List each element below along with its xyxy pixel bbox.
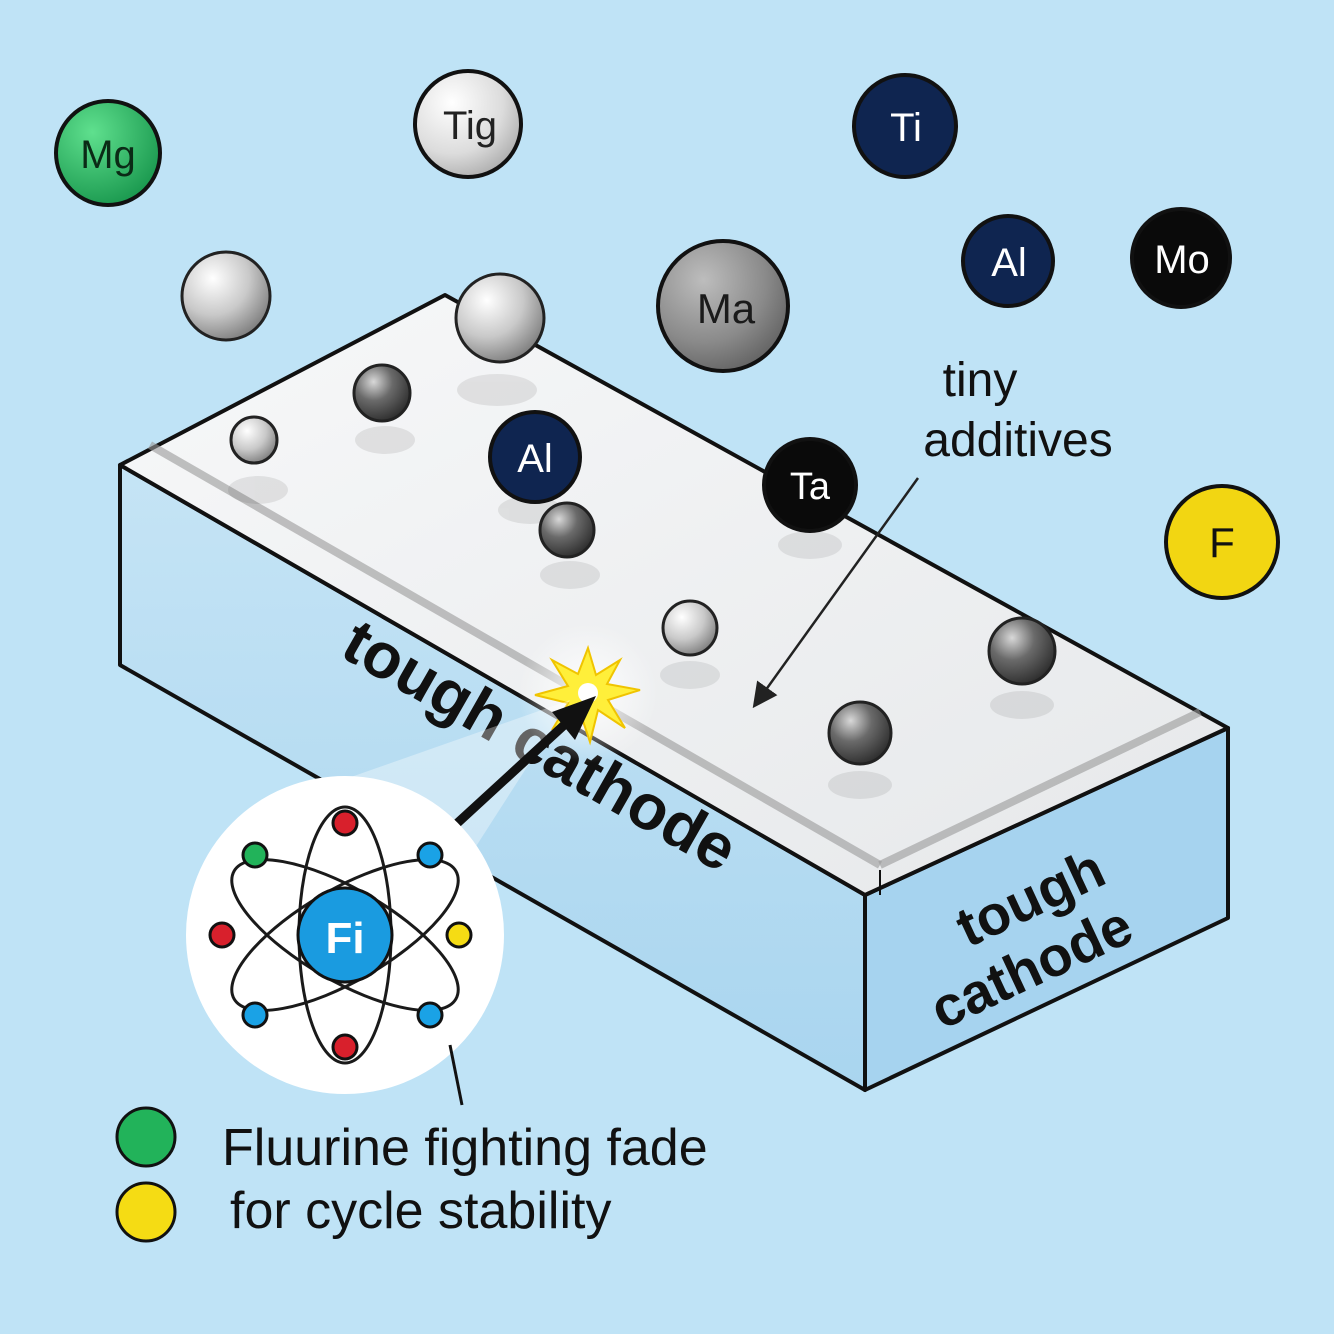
legend-swatch-yellow: [115, 1181, 177, 1243]
legend-line1: Fluurine fighting fade: [222, 1119, 708, 1177]
element-mo-label: Mo: [1154, 238, 1210, 282]
sphere-dark: [827, 700, 893, 766]
legend-swatch-green: [115, 1106, 177, 1168]
element-f: F: [1164, 484, 1280, 600]
sphere-dark: [352, 363, 412, 423]
zoom-callout: [300, 696, 596, 890]
element-ta-label: Ta: [790, 466, 831, 508]
element-ma-label: Ma: [697, 285, 756, 332]
sphere-silver-large: [454, 272, 546, 364]
impact-arrow: [448, 712, 578, 832]
element-tig-label: Tig: [443, 104, 497, 148]
sphere-dark: [987, 616, 1057, 686]
annotation: tiny additives: [752, 354, 1113, 709]
sphere-dark: [538, 501, 596, 559]
element-mg: Mg: [54, 99, 162, 207]
atom-pointer-line: [448, 1044, 464, 1106]
element-ta: Ta: [762, 437, 858, 533]
atom-magnifier: Fi: [186, 776, 504, 1106]
annotation-pointer: [752, 477, 920, 709]
legend-line2: for cycle stability: [230, 1182, 611, 1240]
atom-nucleus-label: Fi: [325, 914, 364, 963]
sphere-silver-small: [229, 415, 279, 465]
element-f-label: F: [1209, 519, 1235, 566]
element-ti-label: Ti: [890, 106, 922, 150]
sphere-silver-large: [180, 250, 272, 342]
element-mg-label: Mg: [80, 133, 136, 177]
element-tig: Tig: [413, 69, 523, 179]
element-ti: Ti: [852, 73, 958, 179]
electrons: [208, 809, 473, 1061]
sphere-silver-small: [661, 599, 719, 657]
floating-particles: [180, 250, 546, 364]
element-al-slab: Al: [488, 410, 582, 504]
element-al-top-label: Al: [991, 241, 1027, 285]
element-al-slab-label: Al: [517, 437, 553, 481]
atom-nucleus: [296, 886, 394, 984]
element-ma: Ma: [656, 239, 790, 373]
legend: Fluurine fighting fade for cycle stabili…: [115, 1106, 708, 1243]
annotation-line2: additives: [923, 414, 1112, 467]
annotation-line1: tiny: [943, 354, 1018, 407]
element-al-top: Al: [961, 214, 1055, 308]
element-mo: Mo: [1130, 207, 1232, 309]
impact-burst-icon: [518, 623, 658, 763]
slab-particles: [229, 363, 1057, 766]
